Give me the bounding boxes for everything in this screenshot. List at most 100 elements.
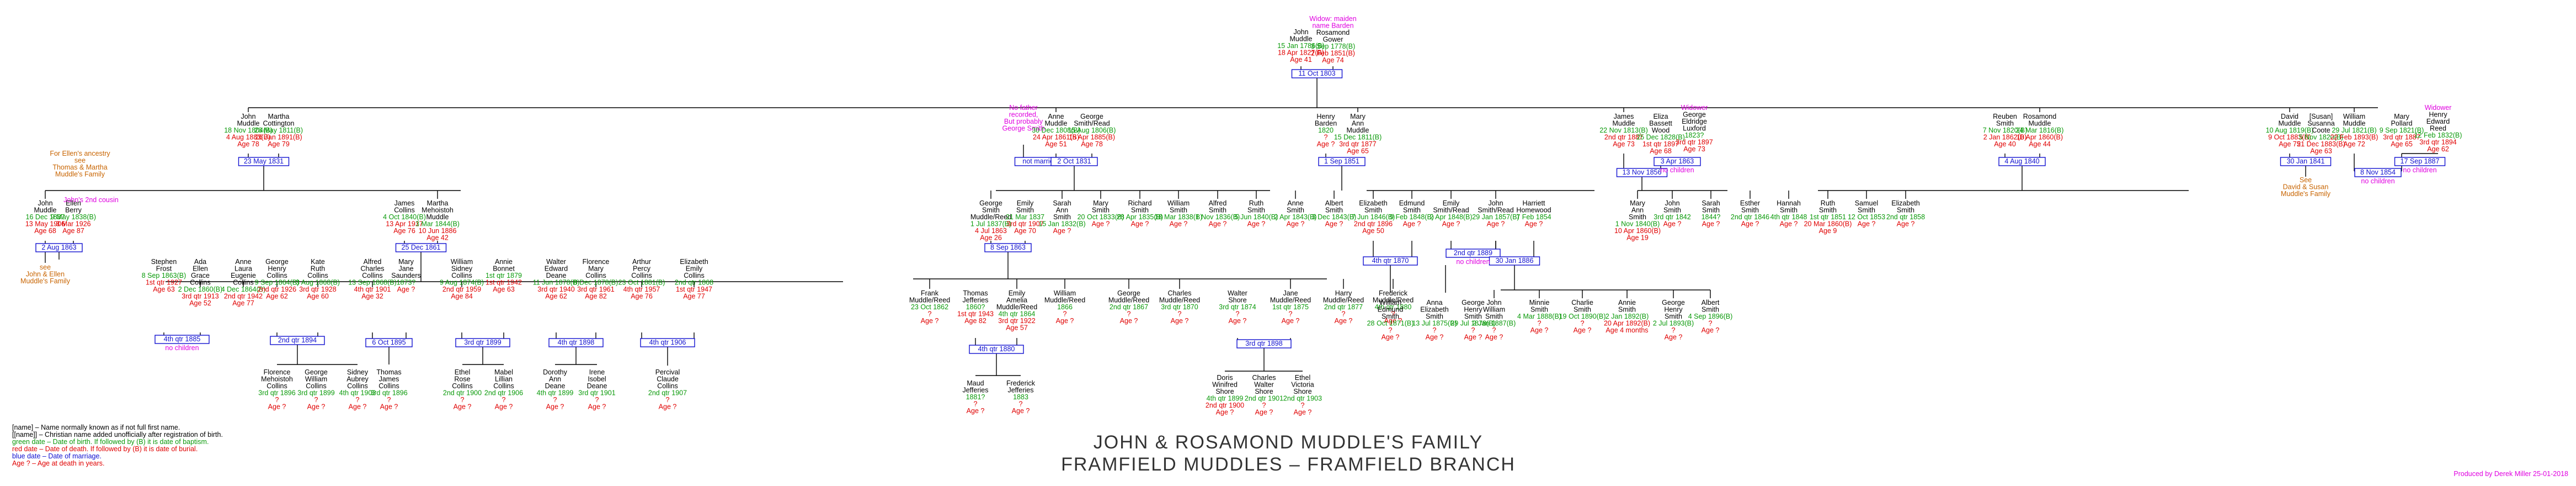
marriage-date: 2nd qtr 1889: [1454, 249, 1492, 257]
marriage-box: 4th qtr 1906: [640, 338, 695, 347]
person-line: Jefferies: [1007, 387, 1033, 394]
person-line: Age 65: [2391, 140, 2413, 148]
cross-reference-note: For Ellen's ancestry: [50, 150, 110, 157]
person-line: Esther: [1740, 199, 1760, 207]
person-line: Age ?: [1702, 326, 1720, 334]
person-line: 18 Apr 1827(B): [1278, 49, 1324, 57]
marriage-date: 23 May 1831: [244, 157, 284, 165]
person-line: Age ?: [1209, 220, 1227, 228]
person-line: 3rd qtr 1887: [2383, 134, 2420, 141]
person-line: Edmund: [1399, 199, 1425, 207]
person-line: Mary: [1093, 199, 1109, 207]
person-line: Smith: [1819, 207, 1837, 214]
person-line: 3rd qtr 1922: [998, 317, 1035, 325]
marriage-date: 3rd qtr 1899: [464, 339, 501, 346]
person-line: Smith: [1131, 207, 1149, 214]
person-line: Age ?: [1897, 220, 1915, 228]
person-line: 4 Sep 1896(B): [1688, 313, 1733, 320]
marriage-box: 8 Sep 1863: [984, 243, 1032, 252]
cross-reference-note: Muddle's Family: [20, 277, 71, 285]
marriage-box: 17 Sep 1887: [2394, 157, 2446, 166]
person-line: Pollard: [2391, 120, 2413, 128]
person-line: Jane: [1283, 289, 1298, 297]
person-line: Age 73: [1613, 140, 1635, 148]
person-line: Smith: [1364, 207, 1382, 214]
person-line: Collins: [266, 272, 287, 279]
person-line: 25 Dec 1828(B): [1636, 134, 1685, 141]
person-line: Collins: [347, 382, 368, 390]
person-line: Age 26: [980, 234, 1002, 242]
person-line: Shore: [1228, 297, 1246, 304]
person-line: 20 Mar 1860(B): [1804, 220, 1852, 228]
person-line: 4th qtr 1880: [1375, 303, 1412, 311]
person-line: Age ?: [588, 403, 606, 411]
person-line: William: [1483, 306, 1505, 314]
person-line: 2 Apr 1848(B): [1430, 213, 1472, 221]
person-line: ?: [1236, 310, 1240, 318]
person-line: Age ?: [307, 403, 326, 411]
person-line: Collins: [190, 279, 211, 287]
person-line: 2nd qtr 1858: [1886, 213, 1925, 221]
person-line: 18 Mar 1838(B): [1155, 213, 1203, 221]
person-line: Age ?: [495, 403, 513, 411]
marriage-box-frame: [1363, 256, 1418, 266]
person-line: Ruth: [1249, 199, 1263, 207]
person-line: Age ?: [1056, 317, 1074, 325]
person-line: Collins: [631, 272, 652, 279]
person-line: William: [2343, 113, 2365, 120]
person-line: 13 Jul 1875(B): [1412, 320, 1457, 327]
marriage-date: not married: [1022, 157, 1057, 165]
person-line: Age ?: [921, 317, 939, 325]
person-line: Age ?: [1442, 220, 1460, 228]
person-line: Smith: [1858, 207, 1875, 214]
person-line: Age 82: [585, 293, 607, 300]
person-line: Ethel: [1295, 374, 1311, 382]
person-line: Age ?: [1247, 220, 1266, 228]
marriage-date: 4th qtr 1870: [1372, 257, 1409, 265]
marriage-box-frame: [2354, 168, 2402, 177]
person-line: 30 Dec 1808(B): [1032, 126, 1080, 134]
person-line: 2nd qtr 1887: [1604, 134, 1643, 141]
person-line: ?: [595, 396, 599, 404]
person-line: Martha: [427, 199, 449, 207]
person-line: Smith: [1618, 306, 1636, 314]
person-line: Victoria: [1291, 381, 1314, 389]
person-line: Jefferies: [962, 387, 988, 394]
person-line: Muddle: [2279, 120, 2301, 128]
person-line: Henry: [1464, 306, 1482, 314]
person-line: Albert: [1325, 199, 1343, 207]
person-line: Smith: [1574, 306, 1591, 314]
person-line: James: [1614, 113, 1634, 120]
person-line: Mary: [398, 258, 414, 266]
person-line: 19 Oct 1890(B): [1559, 313, 1606, 320]
person-line: Muddle/Reed: [1159, 297, 1200, 304]
marriage-box: 25 Dec 1861: [395, 243, 447, 252]
person-line: Widow: maiden: [1309, 15, 1356, 23]
person-line: John: [1665, 199, 1679, 207]
marriage-box: 2nd qtr 1894: [270, 336, 325, 345]
person-line: Luxford: [1683, 125, 1706, 133]
person-line: Age 60: [307, 293, 329, 300]
cross-reference-note: see: [74, 157, 86, 165]
person-line: 3rd qtr 1870: [1161, 303, 1198, 311]
person-line: Age 76: [393, 227, 415, 235]
person-line: Anne: [235, 258, 251, 266]
marriage-date: 2 Oct 1831: [1057, 157, 1091, 165]
no-children-note: no children: [165, 344, 199, 352]
person-line: Walter: [1254, 381, 1274, 389]
person-line: Walter: [1228, 289, 1247, 297]
person-line: John: [1293, 28, 1308, 36]
person-line: 2 Jul 1893(B): [1653, 320, 1694, 327]
person-line: Henry: [1664, 306, 1683, 314]
person-line: Smith: [1996, 120, 2014, 128]
person-line: Age ?: [1530, 326, 1549, 334]
person-line: Mary: [1350, 113, 1366, 120]
person-line: Age 57: [1006, 324, 1028, 332]
